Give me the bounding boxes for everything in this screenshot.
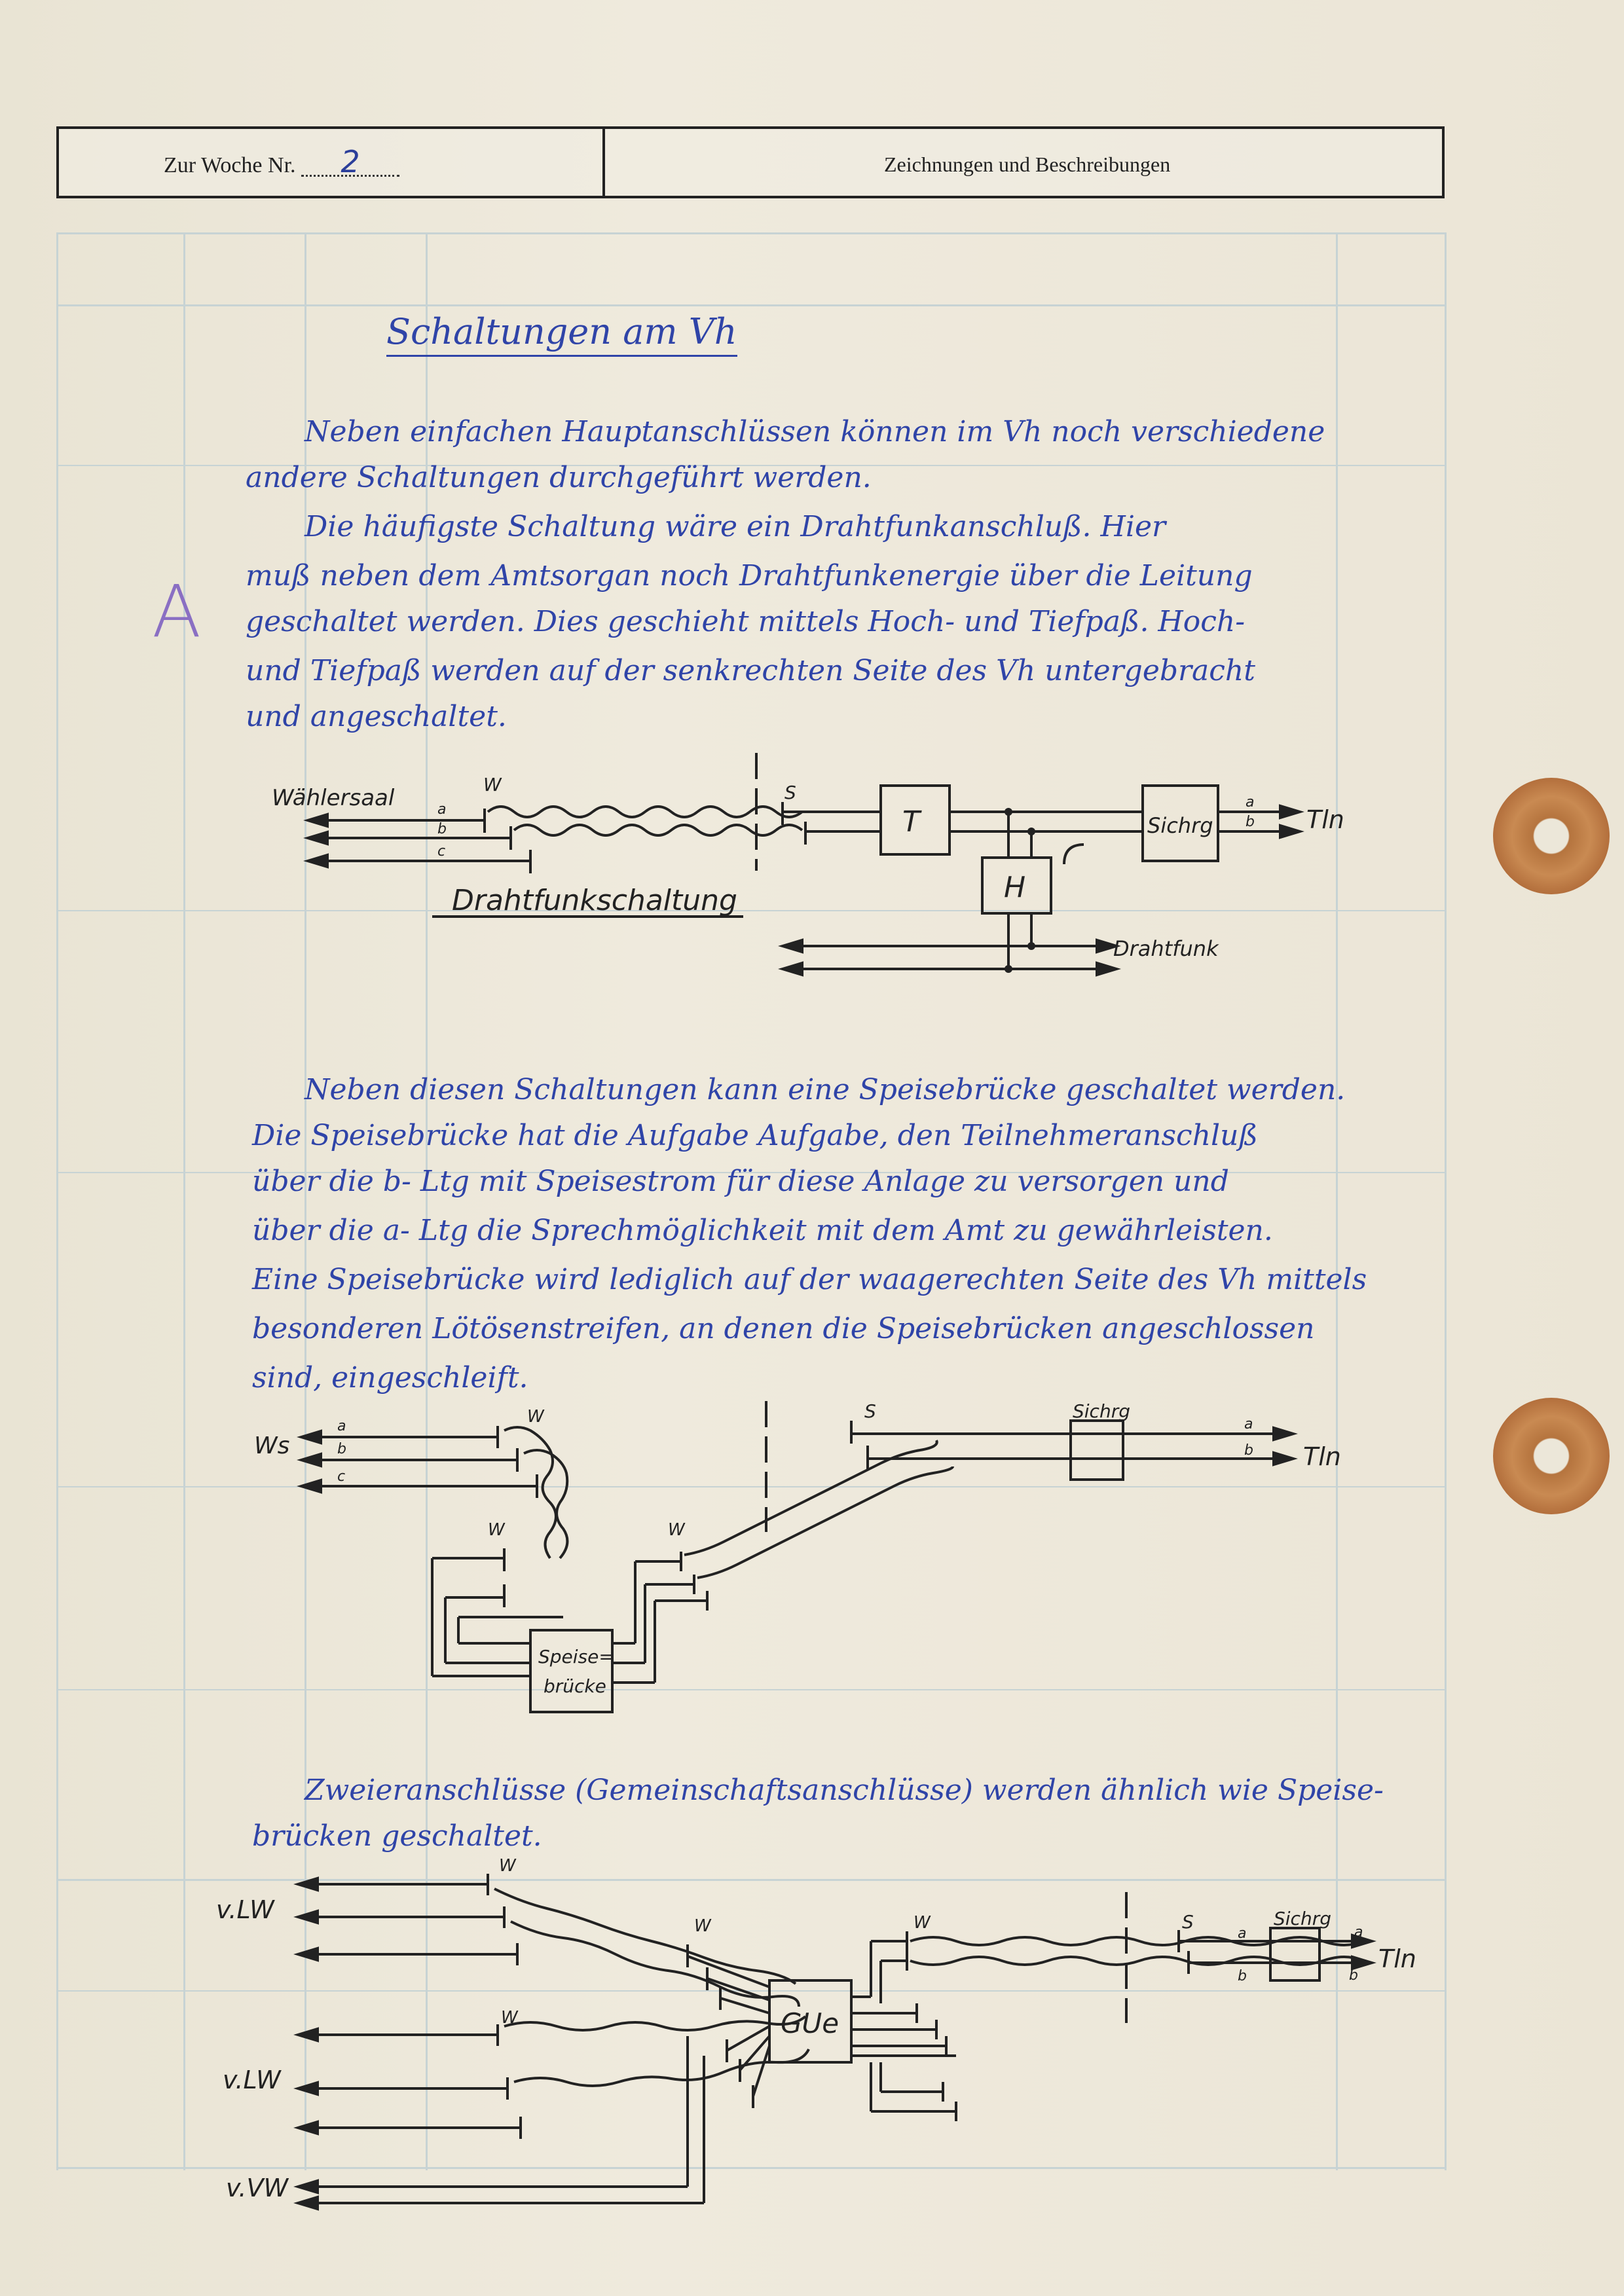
box-sicherung-label: Sichrg: [1274, 1908, 1331, 1929]
page-title: Schaltungen am Vh: [386, 311, 737, 357]
label-tln: Tln: [1303, 1442, 1341, 1471]
wire-label-b: b: [1246, 814, 1255, 830]
label-tln: Tln: [1306, 805, 1344, 834]
label-w: W: [499, 1856, 517, 1876]
label-w: W: [694, 1916, 712, 1936]
grade-mark: A: [152, 570, 202, 653]
box-h-label: H: [1004, 871, 1025, 904]
wire-label-a: a: [1354, 1924, 1363, 1941]
label-w: W: [527, 1407, 545, 1427]
text-line: Neben diesen Schaltungen kann eine Speis…: [304, 1073, 1346, 1106]
label-s: S: [1182, 1911, 1194, 1933]
label-s: S: [784, 782, 796, 803]
text-line: Die Speisebrücke hat die Aufgabe Aufgabe…: [252, 1119, 1258, 1152]
wire-label-c: c: [337, 1468, 345, 1485]
text-line: Eine Speisebrücke wird lediglich auf der…: [252, 1263, 1367, 1296]
week-number: 2: [301, 147, 400, 177]
wire-label-a: a: [337, 1418, 346, 1434]
label-tln: Tln: [1378, 1944, 1416, 1973]
box-gue-label: GUe: [781, 2007, 839, 2039]
text-line: sind, eingeschleift.: [252, 1361, 528, 1394]
wire-label-a: a: [1246, 794, 1254, 811]
wire-label-c: c: [437, 843, 445, 860]
week-label: Zur Woche Nr.: [164, 153, 296, 177]
label-vlw: v.LW: [216, 1895, 275, 1924]
diagram-caption: Drahtfunkschaltung: [452, 884, 737, 917]
binder-hole: [1493, 778, 1610, 894]
text-line: Zweieranschlüsse (Gemeinschaftsanschlüss…: [304, 1774, 1384, 1807]
wire-label-b: b: [337, 1441, 346, 1457]
box-speise-label: brücke: [544, 1675, 606, 1697]
label-w: W: [483, 774, 502, 795]
label-w: W: [501, 2008, 519, 2028]
text-line: über die a- Ltg die Sprechmöglichkeit mi…: [252, 1214, 1273, 1247]
wire-label-a: a: [1244, 1416, 1253, 1432]
text-line: brücken geschaltet.: [252, 1819, 542, 1853]
label-w: W: [488, 1520, 506, 1540]
label-s: S: [864, 1400, 876, 1422]
text-line: Neben einfachen Hauptanschlüssen können …: [304, 415, 1325, 448]
box-sicherung-label: Sichrg: [1147, 813, 1213, 838]
label-vlw: v.LW: [223, 2066, 282, 2094]
box-speise-label: Speise=: [538, 1646, 614, 1667]
text-line: muß neben dem Amtsorgan noch Drahtfunken…: [246, 559, 1253, 592]
text-line: und Tiefpaß werden auf der senkrechten S…: [246, 654, 1255, 687]
header-divider: [602, 129, 605, 196]
section-title: Zeichnungen und Beschreibungen: [884, 153, 1171, 176]
wire-label-a: a: [1238, 1925, 1246, 1942]
label-waehlersaal: Wählersaal: [272, 785, 395, 811]
label-w: W: [913, 1913, 931, 1933]
wire-label-a: a: [437, 801, 446, 818]
label-drahtfunk: Drahtfunk: [1113, 936, 1219, 961]
binder-hole: [1493, 1398, 1610, 1514]
text-line: geschaltet werden. Dies geschieht mittel…: [246, 605, 1246, 638]
label-vvw: v.VW: [226, 2174, 289, 2202]
wire-label-b: b: [1244, 1442, 1253, 1459]
text-line: und angeschaltet.: [246, 700, 507, 733]
text-line: über die b- Ltg mit Speisestrom für dies…: [252, 1165, 1229, 1198]
wire-label-b: b: [1349, 1967, 1358, 1984]
label-w: W: [668, 1520, 686, 1540]
text-line: Die häufigste Schaltung wäre ein Drahtfu…: [304, 510, 1166, 543]
text-line: andere Schaltungen durchgeführt werden.: [246, 461, 872, 494]
text-line: besonderen Lötösenstreifen, an denen die…: [252, 1312, 1315, 1345]
wire-label-b: b: [1238, 1968, 1247, 1984]
box-sicherung-label: Sichrg: [1073, 1400, 1130, 1422]
week-field: Zur Woche Nr. 2: [164, 147, 400, 178]
box-t-label: T: [902, 805, 922, 839]
label-ws: Ws: [254, 1432, 289, 1459]
wire-label-b: b: [437, 821, 447, 837]
header-box: Zur Woche Nr. 2 Zeichnungen und Beschrei…: [56, 126, 1445, 198]
